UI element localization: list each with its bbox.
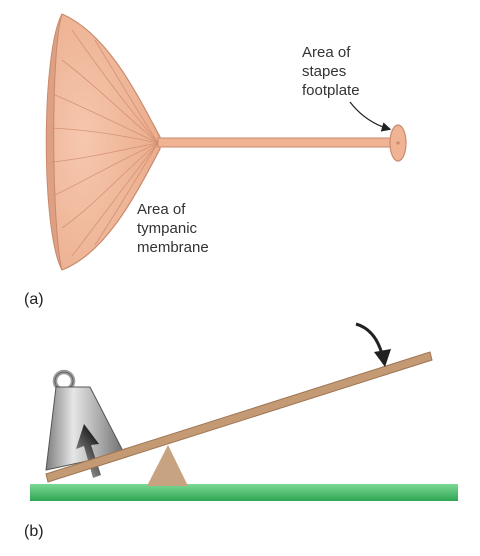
panel-a: Area of stapes footplate Area of tympani… xyxy=(24,13,407,308)
lever-beam xyxy=(45,351,433,483)
tympanic-membrane-label: Area of tympanic membrane xyxy=(137,201,209,256)
downward-force-arrowhead xyxy=(374,349,391,367)
footplate-center xyxy=(396,141,400,145)
membrane-striations xyxy=(51,29,159,257)
downward-force-arrow xyxy=(355,322,384,355)
ossicle-shaft xyxy=(157,137,394,148)
fulcrum xyxy=(147,445,188,486)
membrane-rim xyxy=(45,13,63,271)
footplate-pointer-arrow xyxy=(349,101,392,132)
stapes-footplate-label: Area of stapes footplate xyxy=(302,44,360,99)
panel-b-tag: (b) xyxy=(24,523,44,540)
panel-a-tag: (a) xyxy=(24,291,44,308)
ground xyxy=(30,484,458,501)
panel-b: (b) xyxy=(24,322,458,540)
